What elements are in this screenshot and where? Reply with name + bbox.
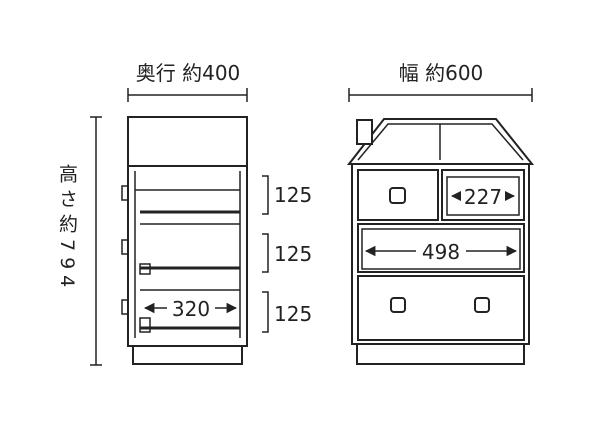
shelf-height-bracket-2 [262, 233, 269, 273]
front-view [346, 88, 535, 365]
shelf-height-2: 125 [274, 242, 312, 266]
shelf-height-bracket-3 [262, 291, 269, 333]
small-drawer-right [441, 169, 525, 221]
shelf-height-bracket-1 [262, 175, 269, 215]
depth-label: 奥行 約400 [136, 61, 241, 85]
width-label: 幅 約600 [399, 61, 484, 85]
small-drawer-inner-label: 227 [464, 185, 502, 209]
knob-icon [389, 187, 406, 204]
shelf-height-3: 125 [274, 302, 312, 326]
wide-drawer-inner-label: 498 [422, 240, 460, 264]
height-label: 高さ約794 [56, 164, 78, 294]
side-top-compartment [127, 116, 248, 167]
wide-drawer-top [357, 223, 525, 273]
side-view [90, 88, 269, 366]
shelf-height-1: 125 [274, 183, 312, 207]
bottom-drawer [357, 275, 525, 341]
small-drawer-left [357, 169, 439, 221]
knob-icon [474, 297, 490, 313]
front-chimney [356, 119, 373, 145]
knob-icon [390, 297, 406, 313]
inner-width-label: 320 [172, 297, 210, 321]
side-base [132, 345, 243, 365]
front-base [356, 343, 525, 365]
